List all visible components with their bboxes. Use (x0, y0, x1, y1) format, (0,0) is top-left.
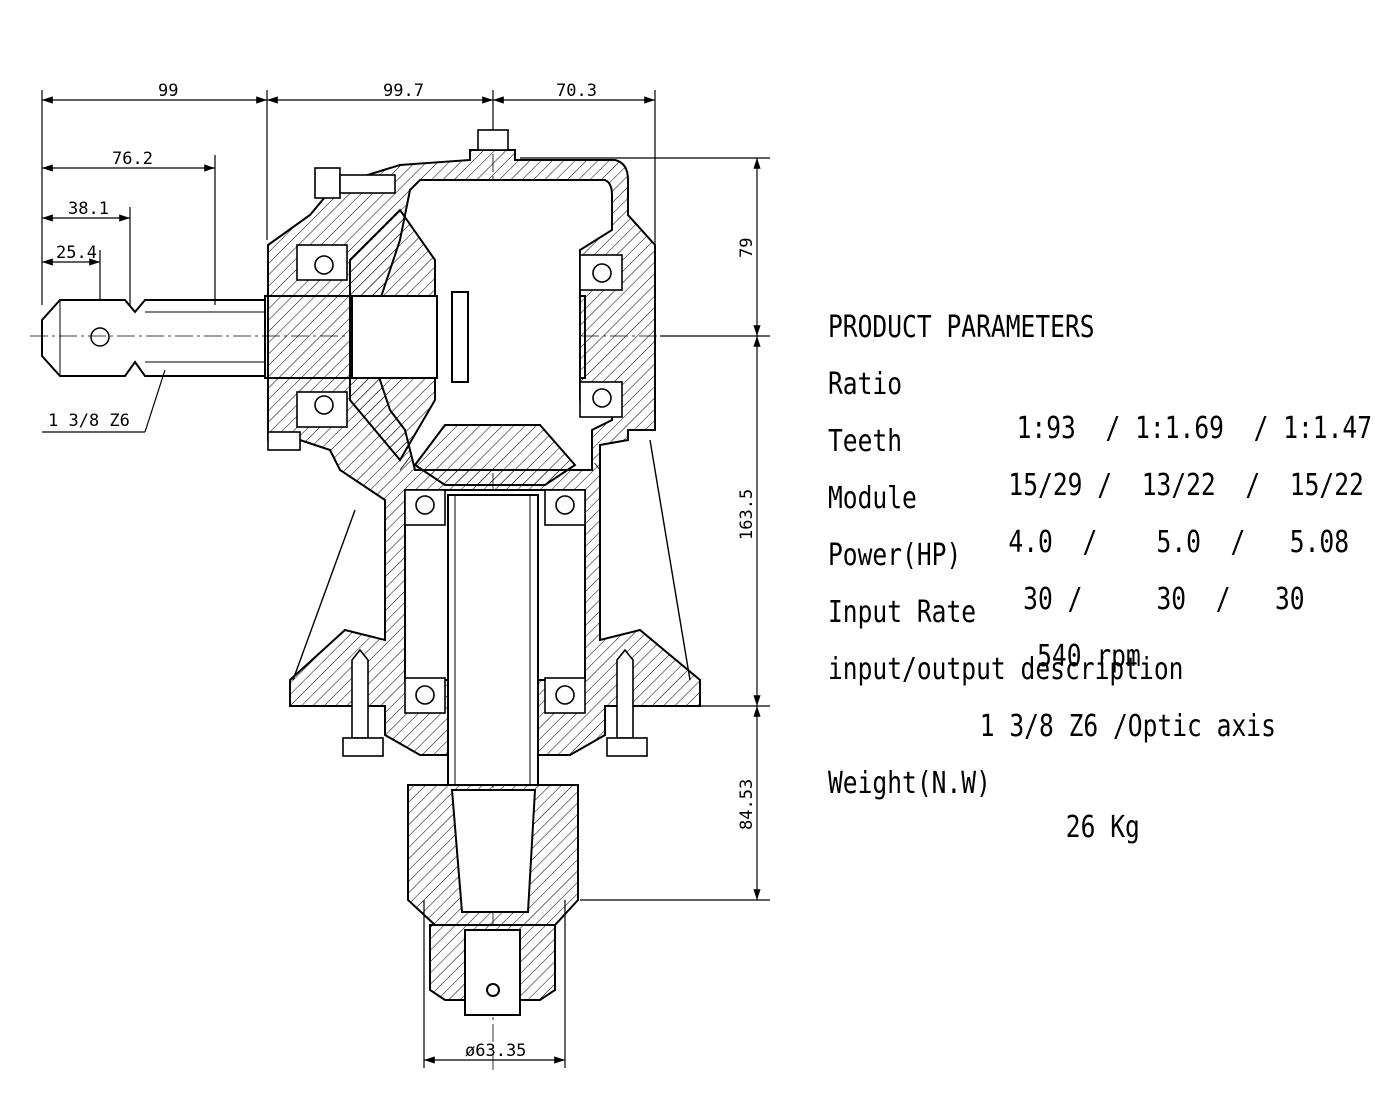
module-value: 4.0 / 5.0 / 5.08 (1008, 525, 1350, 560)
dim-99-7: 99.7 (383, 81, 424, 101)
weight-value: 26 Kg (1065, 810, 1140, 845)
dim-99: 99 (158, 81, 178, 101)
bolts (267, 129, 648, 757)
weight-label: Weight(N.W) (828, 766, 991, 801)
spline-note: 1 3/8 Z6 (48, 411, 130, 431)
io-row: input/output description (828, 604, 1295, 687)
weight-row: Weight(N.W) 26 Kg (828, 718, 1295, 845)
shield-outline (292, 439, 691, 681)
power-row: Power(HP) 30 / 30 / 30 (828, 490, 1305, 617)
dim-163-5: 163.5 (737, 489, 757, 540)
power-label: Power(HP) (828, 538, 962, 573)
dimension-lines (41, 90, 770, 1068)
io-label: input/output description (828, 652, 1184, 687)
bevel-gears (349, 208, 577, 486)
dim-25-4: 25.4 (56, 243, 97, 263)
module-label: Module (828, 481, 917, 516)
teeth-value: 15/29 / 13/22 / 15/22 (1008, 468, 1364, 503)
input-rate-label: Input Rate (828, 595, 977, 630)
ratio-value: 1:93 / 1:1.69 / 1:1.47 (1016, 411, 1373, 446)
teeth-label: Teeth (828, 424, 903, 459)
dim-70-3: 70.3 (556, 81, 597, 101)
dim-79: 79 (737, 238, 757, 258)
input-rate-value: 540 rpm (1037, 639, 1141, 674)
dim-dia-63-35: ø63.35 (465, 1041, 526, 1061)
module-row: Module 4.0 / 5.0 / 5.08 (828, 433, 1349, 560)
dim-76-2: 76.2 (112, 149, 153, 169)
io-value: 1 3/8 Z6 /Optic axis (979, 709, 1276, 744)
params-title-row: PRODUCT PARAMETERS (828, 262, 1295, 345)
ratio-label: Ratio (828, 367, 903, 402)
product-parameters-panel: PRODUCT PARAMETERS Ratio 1:93 / 1:1.69 /… (828, 262, 1372, 845)
dim-38-1: 38.1 (68, 199, 109, 219)
output-shaft (447, 494, 539, 786)
input-rate-row: Input Rate 540 rpm (828, 547, 1295, 674)
io-value-row: 1 3/8 Z6 /Optic axis (828, 661, 1295, 744)
ratio-row: Ratio 1:93 / 1:1.69 / 1:1.47 (828, 319, 1372, 446)
power-value: 30 / 30 / 30 (1023, 582, 1305, 617)
params-title: PRODUCT PARAMETERS (828, 310, 1095, 345)
bearings (296, 244, 623, 714)
dim-84-53: 84.53 (737, 779, 757, 830)
teeth-row: Teeth 15/29 / 13/22 / 15/22 (828, 376, 1364, 503)
